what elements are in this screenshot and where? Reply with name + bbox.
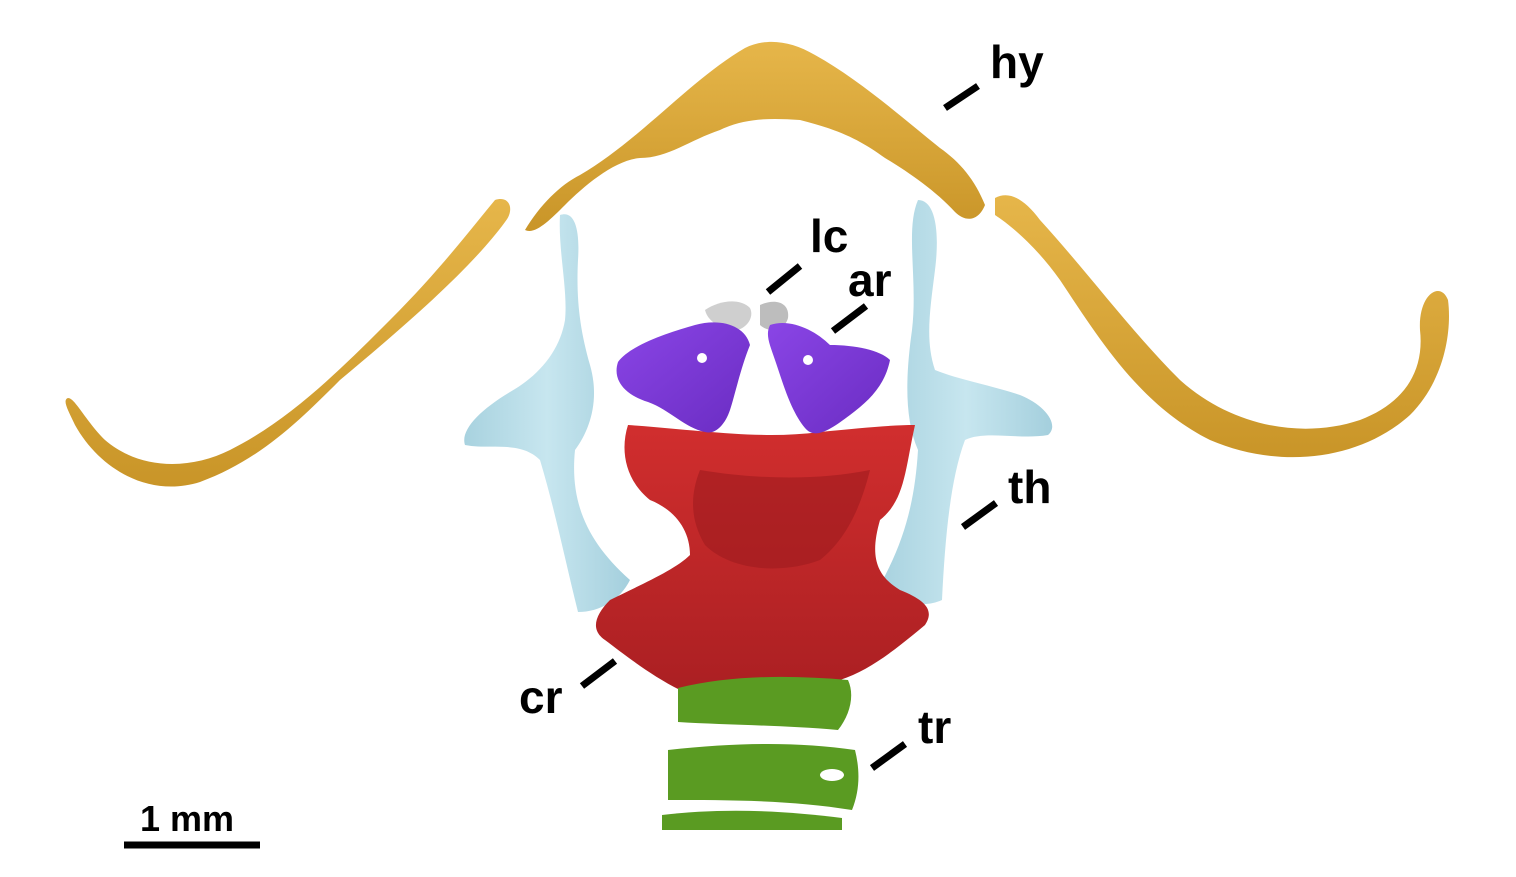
lc-label: lc bbox=[810, 210, 848, 262]
arytenoid-cartilages bbox=[616, 322, 890, 434]
tr-leader bbox=[869, 741, 908, 771]
ar-leader bbox=[830, 303, 869, 334]
cricoid-cartilage bbox=[595, 425, 929, 697]
th-leader bbox=[960, 500, 999, 530]
hyoid-bone bbox=[65, 41, 1450, 487]
ar-label: ar bbox=[848, 254, 892, 306]
cr-label: cr bbox=[519, 671, 563, 723]
trachea-rings bbox=[662, 676, 859, 830]
scale-bar: 1 mm bbox=[124, 798, 260, 849]
th-label: th bbox=[1008, 461, 1051, 513]
thyroid-cartilage bbox=[464, 200, 1053, 612]
hy-label: hy bbox=[990, 36, 1044, 88]
scale-bar-label: 1 mm bbox=[140, 798, 234, 839]
cr-leader bbox=[579, 658, 618, 689]
tr-label: tr bbox=[918, 701, 951, 753]
hy-leader bbox=[943, 83, 980, 111]
lc-leader bbox=[765, 263, 803, 295]
